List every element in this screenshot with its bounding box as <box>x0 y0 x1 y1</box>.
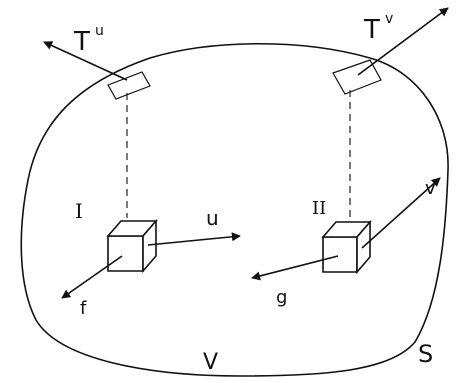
label-vector-v: v <box>425 178 436 199</box>
label-traction-u: T <box>73 27 90 57</box>
body-boundary <box>20 42 449 377</box>
traction-arrow-u <box>43 41 128 81</box>
vector-g-arrow <box>251 255 339 281</box>
surface-patch-u <box>107 71 151 100</box>
label-element-I: I <box>75 199 83 223</box>
label-element-II: II <box>312 198 326 219</box>
label-vector-u: u <box>206 206 219 230</box>
label-traction-v-superscript: v <box>385 11 393 27</box>
traction-arrow-v <box>357 7 449 76</box>
volume-element-I <box>106 218 158 274</box>
vector-f-arrow <box>61 255 123 299</box>
vector-v-arrow <box>361 177 441 249</box>
label-traction-v: T <box>363 15 380 45</box>
surface-patch-v <box>332 59 382 95</box>
vector-u-arrow <box>147 232 241 246</box>
label-surface: S <box>418 340 433 368</box>
label-traction-u-superscript: u <box>95 23 104 39</box>
label-vector-g: g <box>276 287 287 308</box>
label-vector-f: f <box>80 298 87 319</box>
label-volume: V <box>203 350 218 375</box>
